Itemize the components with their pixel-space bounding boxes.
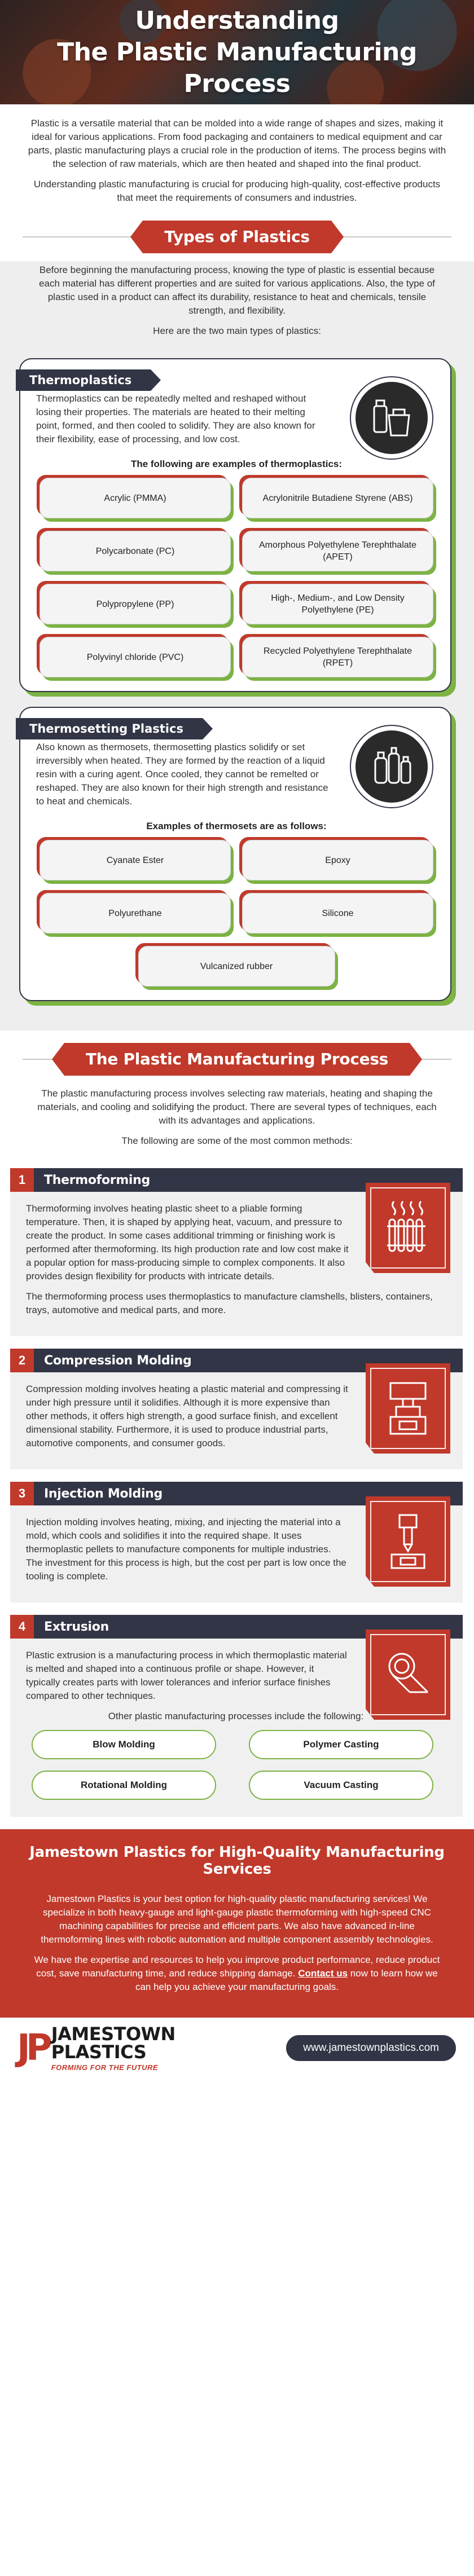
website-link[interactable]: www.jamestownplastics.com (286, 2035, 456, 2061)
method-title: Compression Molding (44, 1353, 192, 1368)
method-thermoforming: 1 Thermoforming Thermoforming involves h… (10, 1168, 463, 1336)
pipe-extrusion-icon (366, 1630, 450, 1720)
thermoplastics-examples-title: The following are examples of thermoplas… (130, 459, 343, 469)
example-pill: Polyvinyl chloride (PVC) (40, 637, 231, 677)
example-pill: Polypropylene (PP) (40, 584, 231, 624)
method-number: 4 (10, 1615, 34, 1639)
method-extrusion: 4 Extrusion Plastic extrusion is a manuf… (10, 1615, 463, 1817)
process-pill: Blow Molding (32, 1730, 216, 1759)
method-text: Plastic extrusion is a manufacturing pro… (26, 1650, 347, 1701)
types-section: Before beginning the manufacturing proce… (0, 261, 474, 1031)
contact-us-link[interactable]: Contact us (298, 1968, 348, 1979)
method-title: Extrusion (44, 1619, 109, 1634)
method-number: 1 (10, 1168, 34, 1192)
process-pill: Polymer Casting (249, 1730, 433, 1759)
logo-line-2: PLASTICS (51, 2041, 147, 2063)
promo-section: Jamestown Plastics for High-Quality Manu… (0, 1829, 474, 2018)
method-injection-molding: 3 Injection Molding Injection molding in… (10, 1482, 463, 1602)
mfg-banner-wrap: The Plastic Manufacturing Process (0, 1043, 474, 1076)
method-header: 1 Thermoforming (10, 1168, 463, 1192)
hero-header: Understanding The Plastic Manufacturing … (0, 0, 474, 104)
example-pill: Silicone (242, 893, 433, 933)
method-body: Thermoforming involves heating plastic s… (10, 1192, 463, 1336)
promo-text: now to learn how we can help you achieve… (135, 1968, 438, 1992)
plastic-bottles-icon (350, 725, 433, 808)
promo-paragraph-2: We have the expertise and resources to h… (29, 1953, 445, 1994)
logo-mark: JP (17, 2027, 52, 2069)
method-body: Compression molding involves heating a p… (10, 1372, 463, 1469)
process-pill: Vacuum Casting (249, 1771, 433, 1800)
example-pill: Vulcanized rubber (138, 946, 335, 987)
types-paragraph-1: Before beginning the manufacturing proce… (39, 265, 435, 316)
types-paragraph-2: Here are the two main types of plastics: (153, 325, 321, 336)
method-title: Injection Molding (44, 1486, 163, 1501)
injector-icon (366, 1496, 450, 1587)
method-header: 3 Injection Molding (10, 1482, 463, 1505)
types-banner-wrap: Types of Plastics (0, 221, 474, 253)
logo-tagline: FORMING FOR THE FUTURE (51, 2063, 159, 2072)
example-pill: Acrylic (PMMA) (40, 478, 231, 518)
method-text: Injection molding involves heating, mixi… (26, 1517, 346, 1582)
method-text: Thermoforming involves heating plastic s… (26, 1203, 349, 1282)
thermosets-examples-title: Examples of thermosets are as follows: (146, 821, 327, 831)
heater-icon (366, 1183, 450, 1273)
infographic: Understanding The Plastic Manufacturing … (0, 0, 474, 2079)
footer: JP JAMESTOWN PLASTICS FORMING FOR THE FU… (0, 2018, 474, 2079)
other-processes: Blow Molding Polymer Casting Rotational … (26, 1730, 446, 1804)
process-pill: Rotational Molding (32, 1771, 216, 1800)
thermosets-tab: Thermosetting Plastics (16, 718, 213, 739)
method-title: Thermoforming (44, 1173, 150, 1187)
page-title: Understanding The Plastic Manufacturing … (57, 6, 417, 98)
method-body: Injection molding involves heating, mixi… (10, 1505, 463, 1602)
types-banner: Types of Plastics (130, 221, 344, 253)
intro-paragraph-1: Plastic is a versatile material that can… (28, 118, 446, 169)
promo-title: Jamestown Plastics for High-Quality Manu… (29, 1844, 445, 1878)
example-pill: Epoxy (242, 840, 433, 880)
method-text: Compression molding involves heating a p… (26, 1384, 348, 1448)
example-pill: Amorphous Polyethylene Terephthalate (AP… (242, 531, 433, 571)
method-compression-molding: 2 Compression Molding Compression moldin… (10, 1349, 463, 1469)
method-number: 3 (10, 1482, 34, 1505)
mfg-paragraph-2: The following are some of the most commo… (121, 1135, 353, 1146)
logo-line-1: JAMESTOWN (51, 2023, 176, 2045)
thermosets-description: Also known as thermosets, thermosetting … (36, 742, 328, 807)
thermoplastics-card: Thermoplastics Thermoplastics can be rep… (16, 358, 451, 692)
company-logo: JP JAMESTOWN PLASTICS FORMING FOR THE FU… (17, 2025, 175, 2072)
thermoplastics-description: Thermoplastics can be repeatedly melted … (36, 393, 315, 444)
example-pill: High-, Medium-, and Low Density Polyethy… (242, 584, 433, 624)
press-icon (366, 1363, 450, 1454)
mfg-banner: The Plastic Manufacturing Process (51, 1043, 423, 1076)
example-pill: Polyurethane (40, 893, 231, 933)
example-pill: Cyanate Ester (40, 840, 231, 880)
other-processes-title: Other plastic manufacturing processes in… (108, 1711, 364, 1721)
mfg-paragraph-1: The plastic manufacturing process involv… (37, 1088, 437, 1126)
thermosets-card: Thermosetting Plastics Also known as the… (16, 707, 451, 1001)
plastic-containers-icon (350, 376, 433, 460)
intro-paragraph-2: Understanding plastic manufacturing is c… (33, 179, 441, 203)
method-text: The thermoforming process uses thermopla… (26, 1291, 433, 1315)
method-body: Plastic extrusion is a manufacturing pro… (10, 1639, 463, 1817)
thermosets-examples: Cyanate Ester Epoxy Polyurethane Silicon… (36, 840, 437, 987)
thermoplastics-examples: Acrylic (PMMA) Acrylonitrile Butadiene S… (36, 478, 437, 677)
mfg-intro: The plastic manufacturing process involv… (0, 1084, 474, 1160)
method-header: 4 Extrusion (10, 1615, 463, 1639)
intro-section: Plastic is a versatile material that can… (0, 104, 474, 216)
example-pill: Polycarbonate (PC) (40, 531, 231, 571)
example-pill: Acrylonitrile Butadiene Styrene (ABS) (242, 478, 433, 518)
method-number: 2 (10, 1349, 34, 1372)
thermoplastics-tab: Thermoplastics (16, 369, 161, 391)
promo-paragraph-1: Jamestown Plastics is your best option f… (41, 1894, 433, 1945)
promo-text: We have the expertise and resources to h… (34, 1954, 440, 1979)
example-pill: Recycled Polyethylene Terephthalate (RPE… (242, 637, 433, 677)
